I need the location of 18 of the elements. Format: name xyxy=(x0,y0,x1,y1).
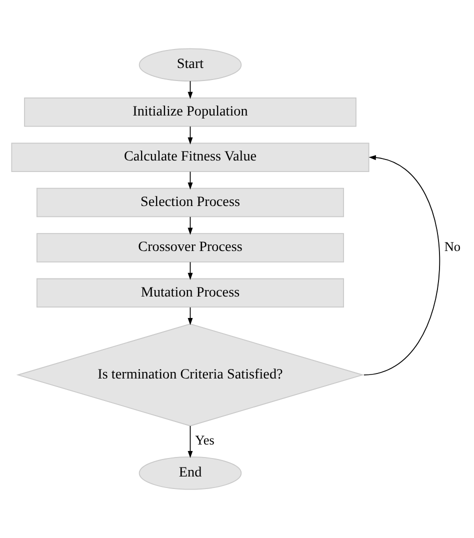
node-box: Crossover Process xyxy=(36,233,344,262)
node-ellipse: Start xyxy=(138,48,242,82)
arrow xyxy=(188,216,193,235)
edge-label: No xyxy=(444,238,461,254)
node-box: Selection Process xyxy=(36,188,344,218)
arrow xyxy=(188,126,193,144)
node-box: Mutation Process xyxy=(36,278,344,308)
arrow xyxy=(188,171,193,190)
edge-label: Yes xyxy=(195,432,214,448)
arrow xyxy=(188,306,193,326)
node-ellipse: End xyxy=(138,456,242,490)
arrow xyxy=(188,426,193,458)
arrow xyxy=(188,80,193,100)
arrow xyxy=(364,155,440,376)
arrow xyxy=(188,262,193,280)
node-diamond: Is termination Criteria Satisfied? xyxy=(16,323,364,426)
node-box: Initialize Population xyxy=(24,98,356,127)
node-box: Calculate Fitness Value xyxy=(11,142,370,172)
